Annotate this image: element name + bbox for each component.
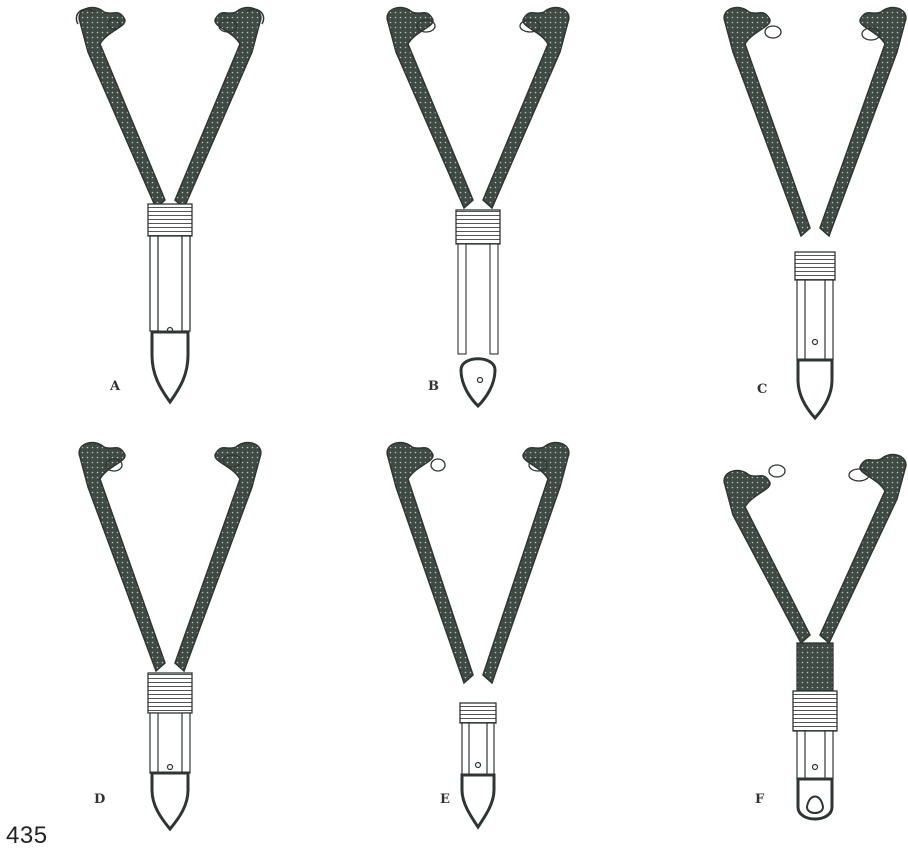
cervix-inner [807,797,823,814]
figure-label-f: F [755,792,765,807]
cervix-os [813,765,818,770]
uterine-tube-right [820,454,906,643]
uterine-tube-left [387,7,473,208]
cervix-bulb [798,360,832,418]
uterine-tube-right [175,442,261,671]
figure-f: F [724,454,906,819]
figure-label-a: A [109,379,121,394]
vaginal-canal [797,280,833,360]
septum-hatch [456,210,500,244]
page-number: 435 [6,822,48,850]
uterine-tube-left [79,7,165,208]
septum-hatch [148,204,192,236]
cervix-bulb [152,332,188,402]
figure-b: B [387,7,569,406]
vaginal-canal [458,244,498,354]
vaginal-canal [150,713,190,773]
vaginal-canal [797,731,833,779]
figure-e: E [387,442,569,827]
septum-hatch [148,673,192,713]
figure-c: C [724,7,906,418]
cervix-os [813,340,818,345]
uterine-tube-right [175,7,261,208]
fimbria-left [431,459,445,471]
figure-label-d: D [94,792,105,807]
figure-a: A [76,7,263,402]
uterine-tube-right [483,442,569,683]
figure-label-b: B [428,379,439,394]
cervix-os [168,765,173,770]
uterine-tube-left [724,470,810,643]
uterine-tube-left [79,442,165,671]
uterus-body [797,643,833,691]
septum-hatch [795,252,835,280]
uterine-tube-left [724,7,810,236]
fimbria-left [765,26,781,38]
cervix-os [476,763,481,768]
cervix-bulb [461,359,495,406]
uterine-tube-left [387,442,473,683]
figure-label-e: E [440,792,450,807]
cervix-bulb [462,775,494,827]
figure-label-c: C [757,382,767,397]
vaginal-canal [462,723,494,775]
uterine-tube-right [483,7,569,208]
fimbria-left [769,465,785,477]
septum-hatch [460,703,496,723]
cervix-bulb [152,773,188,829]
figure-d: D [79,442,261,829]
vaginal-canal [150,236,190,333]
uterine-tube-right [820,7,906,236]
septum-hatch [793,691,837,731]
